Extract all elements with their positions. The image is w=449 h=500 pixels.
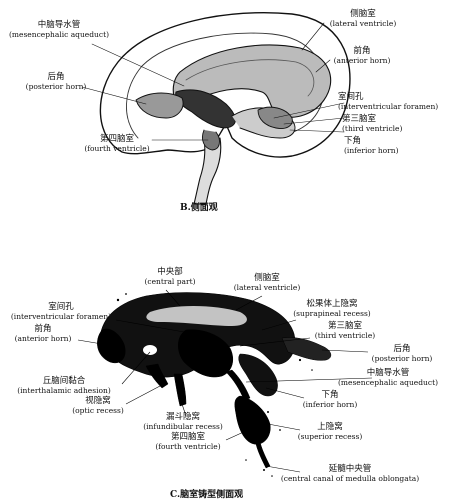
cast-speckles — [116, 293, 313, 477]
label-zh: 视隐窝 — [85, 396, 111, 406]
label-en: (inferior horn) — [344, 146, 399, 155]
label-c-lateral-ventricle: 侧脑室 (lateral ventricle) — [222, 273, 312, 293]
label-zh: 下角 — [321, 390, 339, 400]
label-c-fourth-ventricle: 第四脑室 (fourth ventricle) — [140, 432, 236, 452]
label-zh: 第四脑室 — [99, 134, 134, 144]
brainstem-shape — [193, 137, 222, 205]
label-en: (superior recess) — [297, 432, 363, 441]
label-en: (interventricular foramen) — [10, 312, 112, 321]
label-c-anterior-horn: 前角 (anterior horn) — [6, 324, 80, 344]
label-c-optic-recess: 视隐窝 (optic recess) — [60, 396, 136, 416]
label-b-lateral-ventricle: 侧脑室 (lateral ventricle) — [318, 9, 408, 29]
label-zh: 侧脑室 — [350, 9, 376, 19]
label-en: (lateral ventricle) — [329, 19, 397, 28]
label-zh: 后角 — [47, 72, 65, 82]
label-zh: 松果体上隐窝 — [306, 299, 358, 309]
label-zh: 后角 — [393, 344, 411, 354]
fourth-ventricle-shape — [201, 129, 220, 151]
cast-infundibular-recess — [173, 373, 187, 407]
cast-posterior-horn — [281, 337, 332, 361]
label-en: (fourth ventricle) — [155, 442, 221, 451]
label-en: (interventricular foramen) — [338, 102, 439, 111]
label-zh: 中脑导水管 — [37, 20, 81, 30]
label-b-interventricular-foramen: 室间孔 (interventricular foramen) — [338, 92, 446, 112]
label-en: (mesencephalic aqueduct) — [337, 378, 439, 387]
label-c-superior-recess: 上隐窝 (superior recess) — [280, 422, 380, 442]
cast-third-ventricle — [178, 329, 233, 378]
cast-interthalamic-hole — [143, 345, 157, 355]
label-c-central-part: 中央部 (central part) — [130, 267, 210, 287]
cast-central-part-highlight — [146, 306, 247, 326]
label-zh: 侧脑室 — [254, 273, 280, 283]
label-c-interventricular-foramen: 室间孔 (interventricular foramen) — [4, 302, 118, 322]
label-b-inferior-horn: 下角 (inferior horn) — [344, 136, 424, 156]
caption-panel-c: C.脑室铸型侧面观 — [170, 490, 244, 500]
label-zh: 中脑导水管 — [366, 368, 410, 378]
cast-inferior-horn — [238, 353, 278, 397]
label-en: (inferior horn) — [302, 400, 358, 409]
label-b-mesencephalic-aqueduct: 中脑导水管 (mesencephalic aqueduct) — [4, 20, 114, 40]
label-zh: 中央部 — [157, 267, 183, 277]
label-zh: 漏斗隐窝 — [165, 412, 200, 422]
label-en: (interthalamic adhesion) — [17, 386, 111, 395]
label-en: (fourth ventricle) — [84, 144, 150, 153]
posterior-horn-shape — [135, 92, 184, 119]
label-c-suprapineal-recess: 松果体上隐窝 (suprapineal recess) — [272, 299, 392, 319]
cast-central-canal — [255, 441, 271, 469]
cast-optic-recess — [145, 363, 169, 389]
label-zh: 上隐窝 — [317, 422, 343, 432]
brain-outline — [99, 11, 351, 158]
panel-b-drawing — [81, 11, 351, 205]
label-b-anterior-horn: 前角 (anterior horn) — [322, 46, 402, 66]
label-c-mesencephalic-aqueduct: 中脑导水管 (mesencephalic aqueduct) — [330, 368, 446, 388]
label-zh: 第四脑室 — [170, 432, 205, 442]
label-zh: 下角 — [344, 136, 362, 146]
label-en: (mesencephalic aqueduct) — [8, 30, 110, 39]
label-zh: 前角 — [353, 46, 371, 56]
label-en: (central part) — [144, 277, 196, 286]
panel-c-drawing — [77, 289, 373, 477]
label-en: (anterior horn) — [14, 334, 72, 343]
caption-panel-b: B.侧面观 — [180, 203, 218, 213]
cast-fourth-ventricle — [234, 395, 271, 445]
label-c-inferior-horn: 下角 (inferior horn) — [288, 390, 372, 410]
label-c-posterior-horn: 后角 (posterior horn) — [360, 344, 444, 364]
label-c-interthalamic-adhesion: 丘脑间黏合 (interthalamic adhesion) — [4, 376, 124, 396]
label-en: (third ventricle) — [314, 331, 376, 340]
label-en: (infundibular recess) — [143, 422, 223, 431]
label-zh: 室间孔 — [338, 92, 364, 102]
label-zh: 第三脑室 — [327, 321, 362, 331]
label-c-infundibular-recess: 漏斗隐窝 (infundibular recess) — [128, 412, 238, 432]
label-zh: 室间孔 — [48, 302, 74, 312]
label-zh: 前角 — [34, 324, 52, 334]
label-c-central-canal: 延髓中央管 (central canal of medulla oblongat… — [260, 464, 440, 484]
label-en: (third ventricle) — [342, 124, 403, 133]
label-en: (optic recess) — [72, 406, 124, 415]
label-en: (lateral ventricle) — [233, 283, 301, 292]
label-b-third-ventricle: 第三脑室 (third ventricle) — [342, 114, 432, 134]
label-c-third-ventricle: 第三脑室 (third ventricle) — [300, 321, 390, 341]
ventricle-dark-band — [175, 89, 236, 129]
label-zh: 延髓中央管 — [328, 464, 372, 474]
label-en: (anterior horn) — [333, 56, 391, 65]
label-zh: 第三脑室 — [342, 114, 377, 124]
cast-aqueduct — [225, 369, 251, 401]
label-zh: 丘脑间黏合 — [42, 376, 86, 386]
label-en: (posterior horn) — [371, 354, 433, 363]
cast-anterior-horn — [97, 328, 126, 364]
label-en: (suprapineal recess) — [293, 309, 371, 318]
label-b-fourth-ventricle: 第四脑室 (fourth ventricle) — [72, 134, 162, 154]
label-en: (central canal of medulla oblongata) — [280, 474, 420, 483]
label-b-posterior-horn: 后角 (posterior horn) — [16, 72, 96, 92]
label-en: (posterior horn) — [25, 82, 87, 91]
